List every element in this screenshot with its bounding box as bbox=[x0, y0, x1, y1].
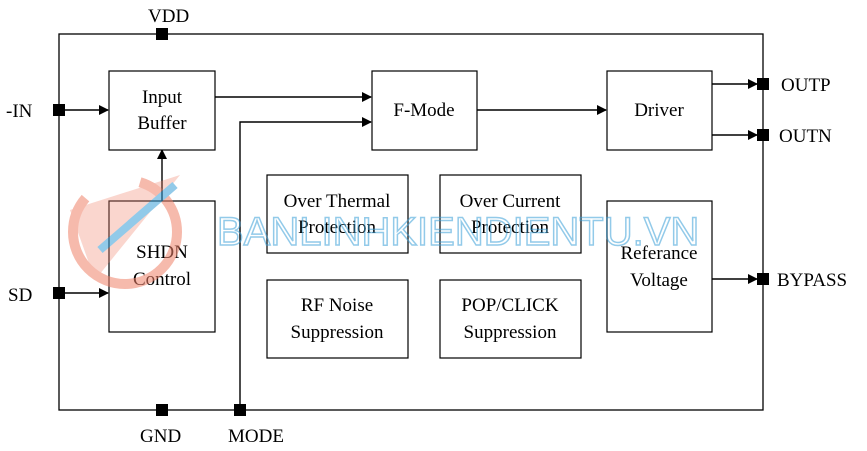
block-input-buffer: Input Buffer bbox=[108, 70, 216, 151]
pin-markers bbox=[53, 28, 769, 416]
pin-marker-bypass bbox=[757, 273, 769, 285]
pin-marker-vdd bbox=[156, 28, 168, 40]
pin-label-vdd: VDD bbox=[148, 6, 189, 27]
pin-marker-outn bbox=[757, 129, 769, 141]
block-f-mode: F-Mode bbox=[371, 70, 478, 151]
watermark-text: BANLINHKIENDIENTU.VN bbox=[217, 210, 699, 254]
over-thermal-line2: Protection bbox=[298, 217, 377, 238]
block-over-thermal: Over Thermal Protection bbox=[266, 174, 409, 254]
pin-marker-mode bbox=[234, 404, 246, 416]
block-rf-noise: RF Noise Suppression bbox=[266, 279, 409, 359]
over-thermal-line1: Over Thermal bbox=[284, 191, 391, 212]
rf-noise-line1: RF Noise bbox=[301, 295, 373, 316]
pin-label-sd: SD bbox=[8, 285, 32, 306]
pin-marker-gnd bbox=[156, 404, 168, 416]
pin-label-outp: OUTP bbox=[781, 75, 831, 96]
driver-label: Driver bbox=[634, 100, 684, 121]
chip-outline bbox=[58, 33, 764, 411]
block-over-current: Over Current Protection bbox=[439, 174, 582, 254]
reference-voltage-line2: Voltage bbox=[630, 270, 688, 291]
wire-mode-to-fmode bbox=[239, 117, 372, 405]
pin-label-mode: MODE bbox=[228, 426, 284, 447]
f-mode-label: F-Mode bbox=[393, 100, 454, 121]
pop-click-line2: Suppression bbox=[464, 322, 557, 343]
rf-noise-line2: Suppression bbox=[291, 322, 384, 343]
over-current-line1: Over Current bbox=[460, 191, 561, 212]
block-driver: Driver bbox=[606, 70, 713, 151]
pin-labels: VDD -IN SD GND MODE OUTP OUTN BYPASS bbox=[6, 6, 847, 447]
reference-voltage-line1: Referance bbox=[621, 243, 698, 264]
pin-marker-in bbox=[53, 104, 65, 116]
pop-click-line1: POP/CLICK bbox=[461, 295, 558, 316]
block-reference-voltage: Referance Voltage bbox=[606, 200, 713, 333]
input-buffer-line2: Buffer bbox=[137, 113, 187, 134]
pin-label-bypass: BYPASS bbox=[777, 270, 847, 291]
watermark: BANLINHKIENDIENTU.VN bbox=[68, 175, 700, 289]
wires bbox=[64, 79, 758, 405]
pin-marker-outp bbox=[757, 78, 769, 90]
over-current-line2: Protection bbox=[471, 217, 550, 238]
pin-label-gnd: GND bbox=[140, 426, 181, 447]
watermark-logo-icon bbox=[68, 175, 182, 289]
block-pop-click: POP/CLICK Suppression bbox=[439, 279, 582, 359]
pin-marker-sd bbox=[53, 287, 65, 299]
pin-label-in: -IN bbox=[6, 101, 33, 122]
pin-label-outn: OUTN bbox=[779, 126, 832, 147]
input-buffer-line1: Input bbox=[142, 87, 183, 108]
